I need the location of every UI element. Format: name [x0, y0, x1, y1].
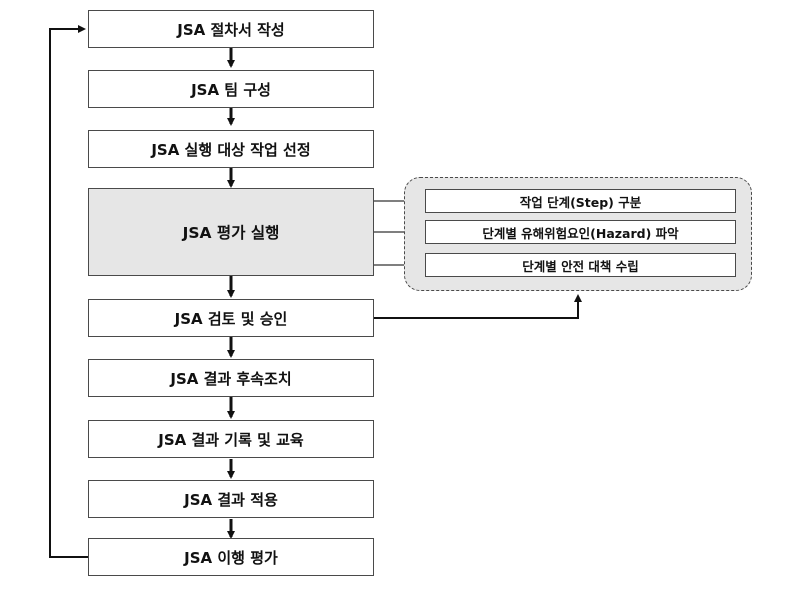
step-team-formation: JSA 팀 구성 [88, 70, 374, 108]
step-procedure-writing: JSA 절차서 작성 [88, 10, 374, 48]
substep-task-steps: 작업 단계(Step) 구분 [425, 189, 736, 213]
step-task-selection: JSA 실행 대상 작업 선정 [88, 130, 374, 168]
step-evaluation: JSA 평가 실행 [88, 188, 374, 276]
review-feedback-arrow [374, 294, 582, 319]
substep-safety-measures: 단계별 안전 대책 수립 [425, 253, 736, 277]
step-implementation-evaluation: JSA 이행 평가 [88, 538, 374, 576]
step-record-training: JSA 결과 기록 및 교육 [88, 420, 374, 458]
step-follow-up: JSA 결과 후속조치 [88, 359, 374, 397]
step-review-approval: JSA 검토 및 승인 [88, 299, 374, 337]
loop-arrow [49, 25, 88, 558]
step-application: JSA 결과 적용 [88, 480, 374, 518]
substep-hazard-identification: 단계별 유해위험요인(Hazard) 파악 [425, 220, 736, 244]
